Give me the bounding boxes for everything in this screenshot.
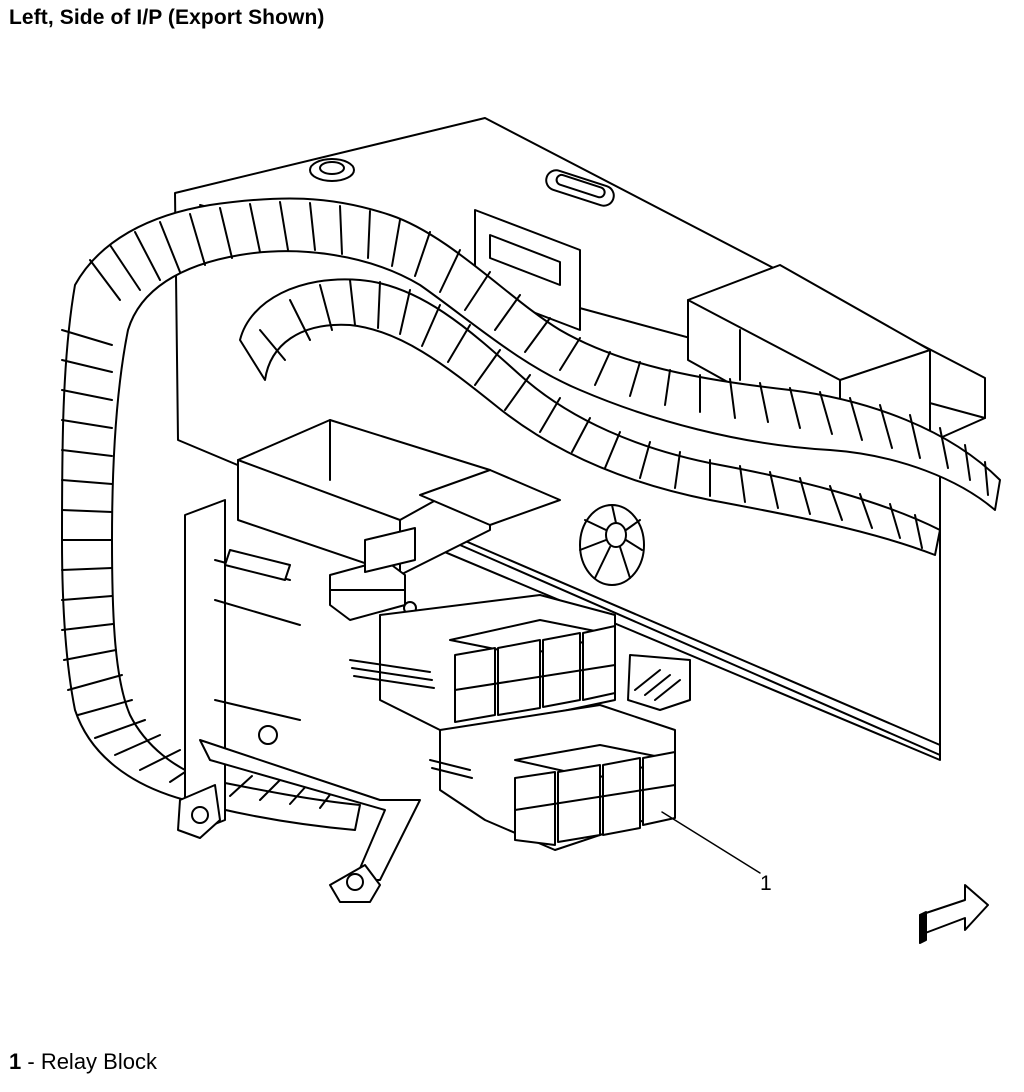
view-direction-arrow-icon	[919, 884, 989, 944]
figure-title: Left, Side of I/P (Export Shown)	[9, 6, 325, 29]
harness-connectors	[329, 527, 417, 621]
callout-number-1: 1	[760, 872, 772, 895]
central-module	[237, 419, 561, 576]
mounting-bracket	[177, 499, 421, 903]
grommet	[579, 504, 645, 586]
legend: 1 - Relay Block	[9, 1049, 157, 1075]
wire-clip	[627, 654, 691, 711]
legend-number: 1	[9, 1049, 22, 1074]
relay-block	[349, 594, 676, 851]
legend-label: Relay Block	[40, 1049, 157, 1074]
legend-separator: -	[21, 1049, 41, 1074]
callout-leader-1	[661, 811, 761, 874]
wiring-harness	[61, 197, 1001, 831]
